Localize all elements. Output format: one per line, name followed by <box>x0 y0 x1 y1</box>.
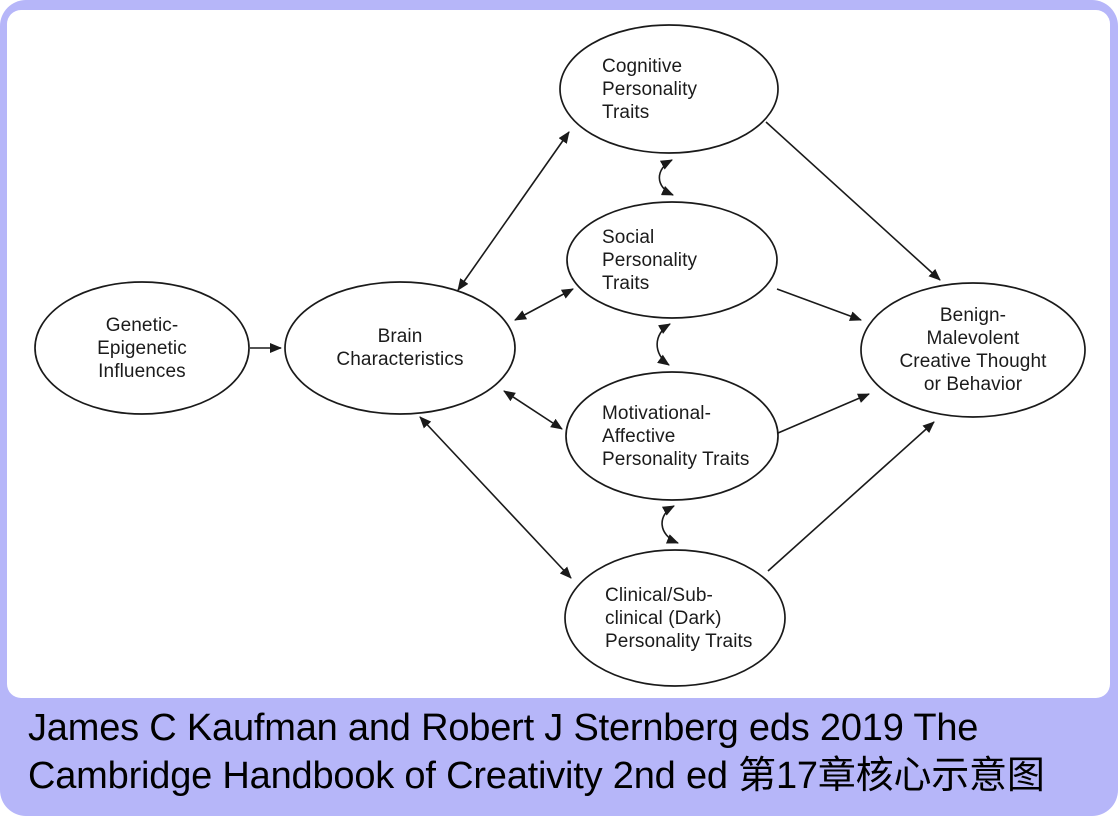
edge-motivational-clinical-wavy <box>661 505 679 544</box>
edge-brain-clinical <box>419 416 572 579</box>
node-label-brain-characteristics: Brain Characteristics <box>336 326 464 370</box>
edge-social-motivational-wavy <box>656 323 671 366</box>
edge-cognitive-social-wavy <box>658 159 674 196</box>
node-label-genetic-epigenetic-influences: Genetic- Epigenetic Influences <box>97 314 187 382</box>
node-label-clinical-subclinical-dark-personality-traits: Clinical/Sub- clinical (Dark) Personalit… <box>605 584 753 652</box>
edge-brain-cognitive <box>457 131 570 291</box>
node-label-motivational-affective-personality-traits: Motivational- Affective Personality Trai… <box>602 402 750 470</box>
node-ellipse-genetic <box>34 281 250 415</box>
node-ellipse-clinical <box>564 549 786 687</box>
node-ellipse-benign <box>860 282 1086 418</box>
edge-social-benign <box>776 288 862 321</box>
node-ellipse-brain <box>284 281 516 415</box>
edge-cognitive-benign <box>765 121 941 281</box>
edge-clinical-benign <box>767 421 935 572</box>
edge-brain-social <box>514 288 574 321</box>
node-label-cognitive-personality-traits: Cognitive Personality Traits <box>602 55 698 123</box>
node-ellipse-cognitive <box>559 24 779 154</box>
node-label-social-personality-traits: Social Personality Traits <box>602 226 698 294</box>
source-caption: James C Kaufman and Robert J Sternberg e… <box>28 707 1045 797</box>
node-label-benign-malevolent-creative-thought-or-behavior: Benign- Malevolent Creative Thought or B… <box>899 305 1047 395</box>
edge-motivational-benign <box>777 393 870 434</box>
